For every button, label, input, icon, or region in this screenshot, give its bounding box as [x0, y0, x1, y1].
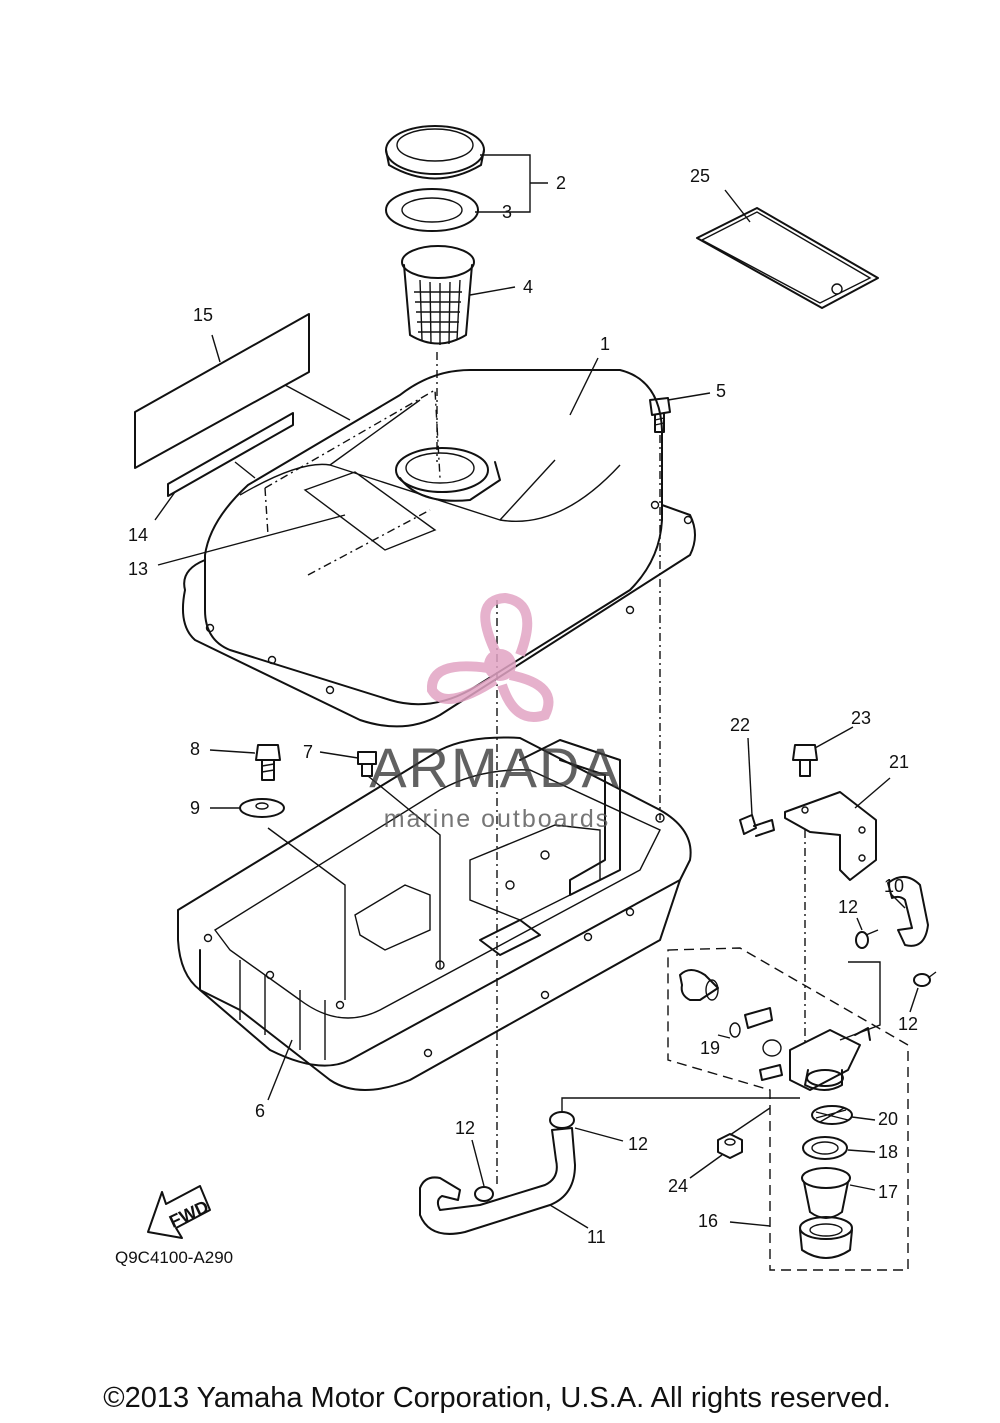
fuel-cap: [385, 125, 485, 180]
clamp-12-middle: [549, 1111, 575, 1129]
callout-10: 10: [884, 876, 904, 896]
copyright-notice: ©2013 Yamaha Motor Corporation, U.S.A. A…: [103, 1382, 891, 1414]
label-15: [134, 313, 310, 469]
callout-18: 18: [878, 1142, 898, 1162]
washer-9: [239, 798, 285, 818]
forward-arrow-icon: FWD: [147, 1185, 212, 1239]
watermark: ARMADA marine outboards: [369, 592, 621, 833]
label-25: [696, 207, 879, 309]
forward-label: FWD: [166, 1196, 212, 1231]
callout-4: 4: [523, 277, 533, 297]
callout-11: 11: [587, 1227, 606, 1247]
callout-20: 20: [878, 1109, 898, 1129]
bolt-8: [255, 744, 281, 781]
fuel-strainer: [401, 245, 475, 345]
hose-10: [887, 876, 929, 947]
routing-lines: [234, 352, 881, 1185]
fuel-cock-assembly: [667, 947, 909, 1271]
propeller-logo: [427, 592, 554, 722]
callout-12-upper: 12: [838, 897, 858, 917]
diagram-code: Q9C4100-A290: [115, 1248, 233, 1267]
callout-21: 21: [889, 752, 909, 772]
clamp-12-lower: [474, 1186, 494, 1202]
callout-7: 7: [303, 742, 313, 762]
callout-17: 17: [878, 1182, 898, 1202]
callout-numbers: 2 3 4 1 5 25 15 14 13 8 7 9 6 22 23 21 1…: [128, 166, 918, 1247]
callout-12-lower: 12: [455, 1118, 475, 1138]
watermark-brand: ARMADA: [369, 736, 621, 799]
fuel-tank: [182, 369, 696, 728]
callout-25: 25: [690, 166, 710, 186]
callout-1: 1: [600, 334, 610, 354]
watermark-tagline: marine outboards: [384, 805, 611, 833]
callout-15: 15: [193, 305, 213, 325]
callout-6: 6: [255, 1101, 265, 1121]
callout-12-right: 12: [898, 1014, 918, 1034]
callout-24: 24: [668, 1176, 688, 1196]
callout-2: 2: [556, 173, 566, 193]
callout-14: 14: [128, 525, 148, 545]
bracket-21: [784, 791, 877, 881]
callout-3: 3: [502, 202, 512, 222]
bolt-23: [792, 744, 818, 777]
callout-13: 13: [128, 559, 148, 579]
callout-5: 5: [716, 381, 726, 401]
tank-tray: [177, 736, 692, 1091]
clamp-12-upper: [855, 929, 879, 949]
callout-16: 16: [698, 1211, 718, 1231]
leader-lines: [154, 154, 919, 1229]
cap-gasket: [385, 188, 479, 232]
hose-11: [419, 1127, 576, 1235]
callout-12-middle: 12: [628, 1134, 648, 1154]
callout-22: 22: [730, 715, 750, 735]
bolt-22: [739, 814, 775, 837]
nut-24: [717, 1133, 743, 1159]
bolt-7: [357, 751, 377, 777]
callout-9: 9: [190, 798, 200, 818]
label-14: [167, 412, 294, 497]
callout-19: 19: [700, 1038, 720, 1058]
callout-23: 23: [851, 708, 871, 728]
callout-8: 8: [190, 739, 200, 759]
clamp-12-right: [913, 971, 937, 987]
bolt-5: [649, 397, 671, 433]
